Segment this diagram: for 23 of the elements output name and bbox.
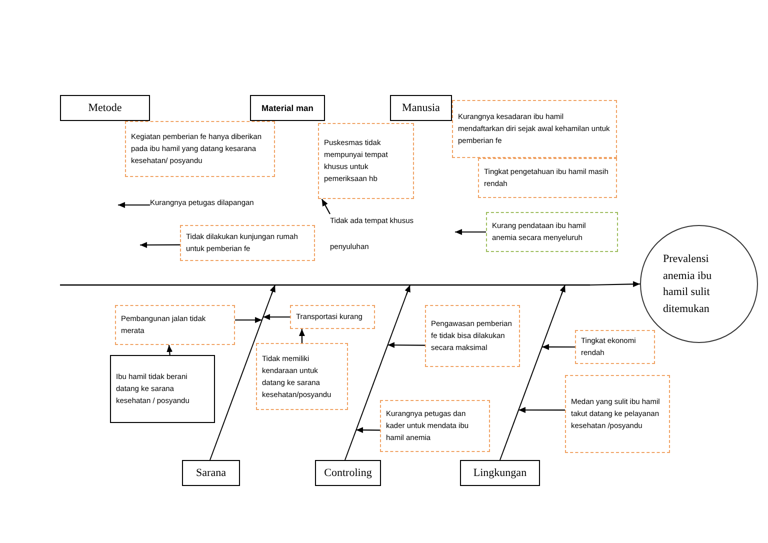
category-box: Material man [250, 95, 325, 121]
arrow [542, 344, 575, 350]
category-box: Controling [315, 460, 381, 486]
arrow [455, 229, 486, 235]
arrow [404, 284, 411, 296]
arrow [263, 314, 290, 320]
arrow [321, 198, 330, 214]
category-box: Manusia [390, 95, 452, 121]
category-box: Sarana [182, 460, 240, 486]
category-box: Metode [60, 95, 150, 121]
arrow [118, 202, 150, 208]
arrow [388, 342, 425, 348]
arrow [140, 242, 180, 248]
arrow [518, 407, 565, 414]
arrow [560, 284, 566, 296]
arrow [235, 317, 262, 323]
spine-line [60, 284, 590, 286]
arrow [270, 284, 276, 296]
arrow [166, 344, 173, 356]
arrow [298, 329, 305, 343]
arrow [356, 427, 380, 434]
arrow [590, 281, 640, 288]
category-box: Lingkungan [460, 460, 540, 486]
